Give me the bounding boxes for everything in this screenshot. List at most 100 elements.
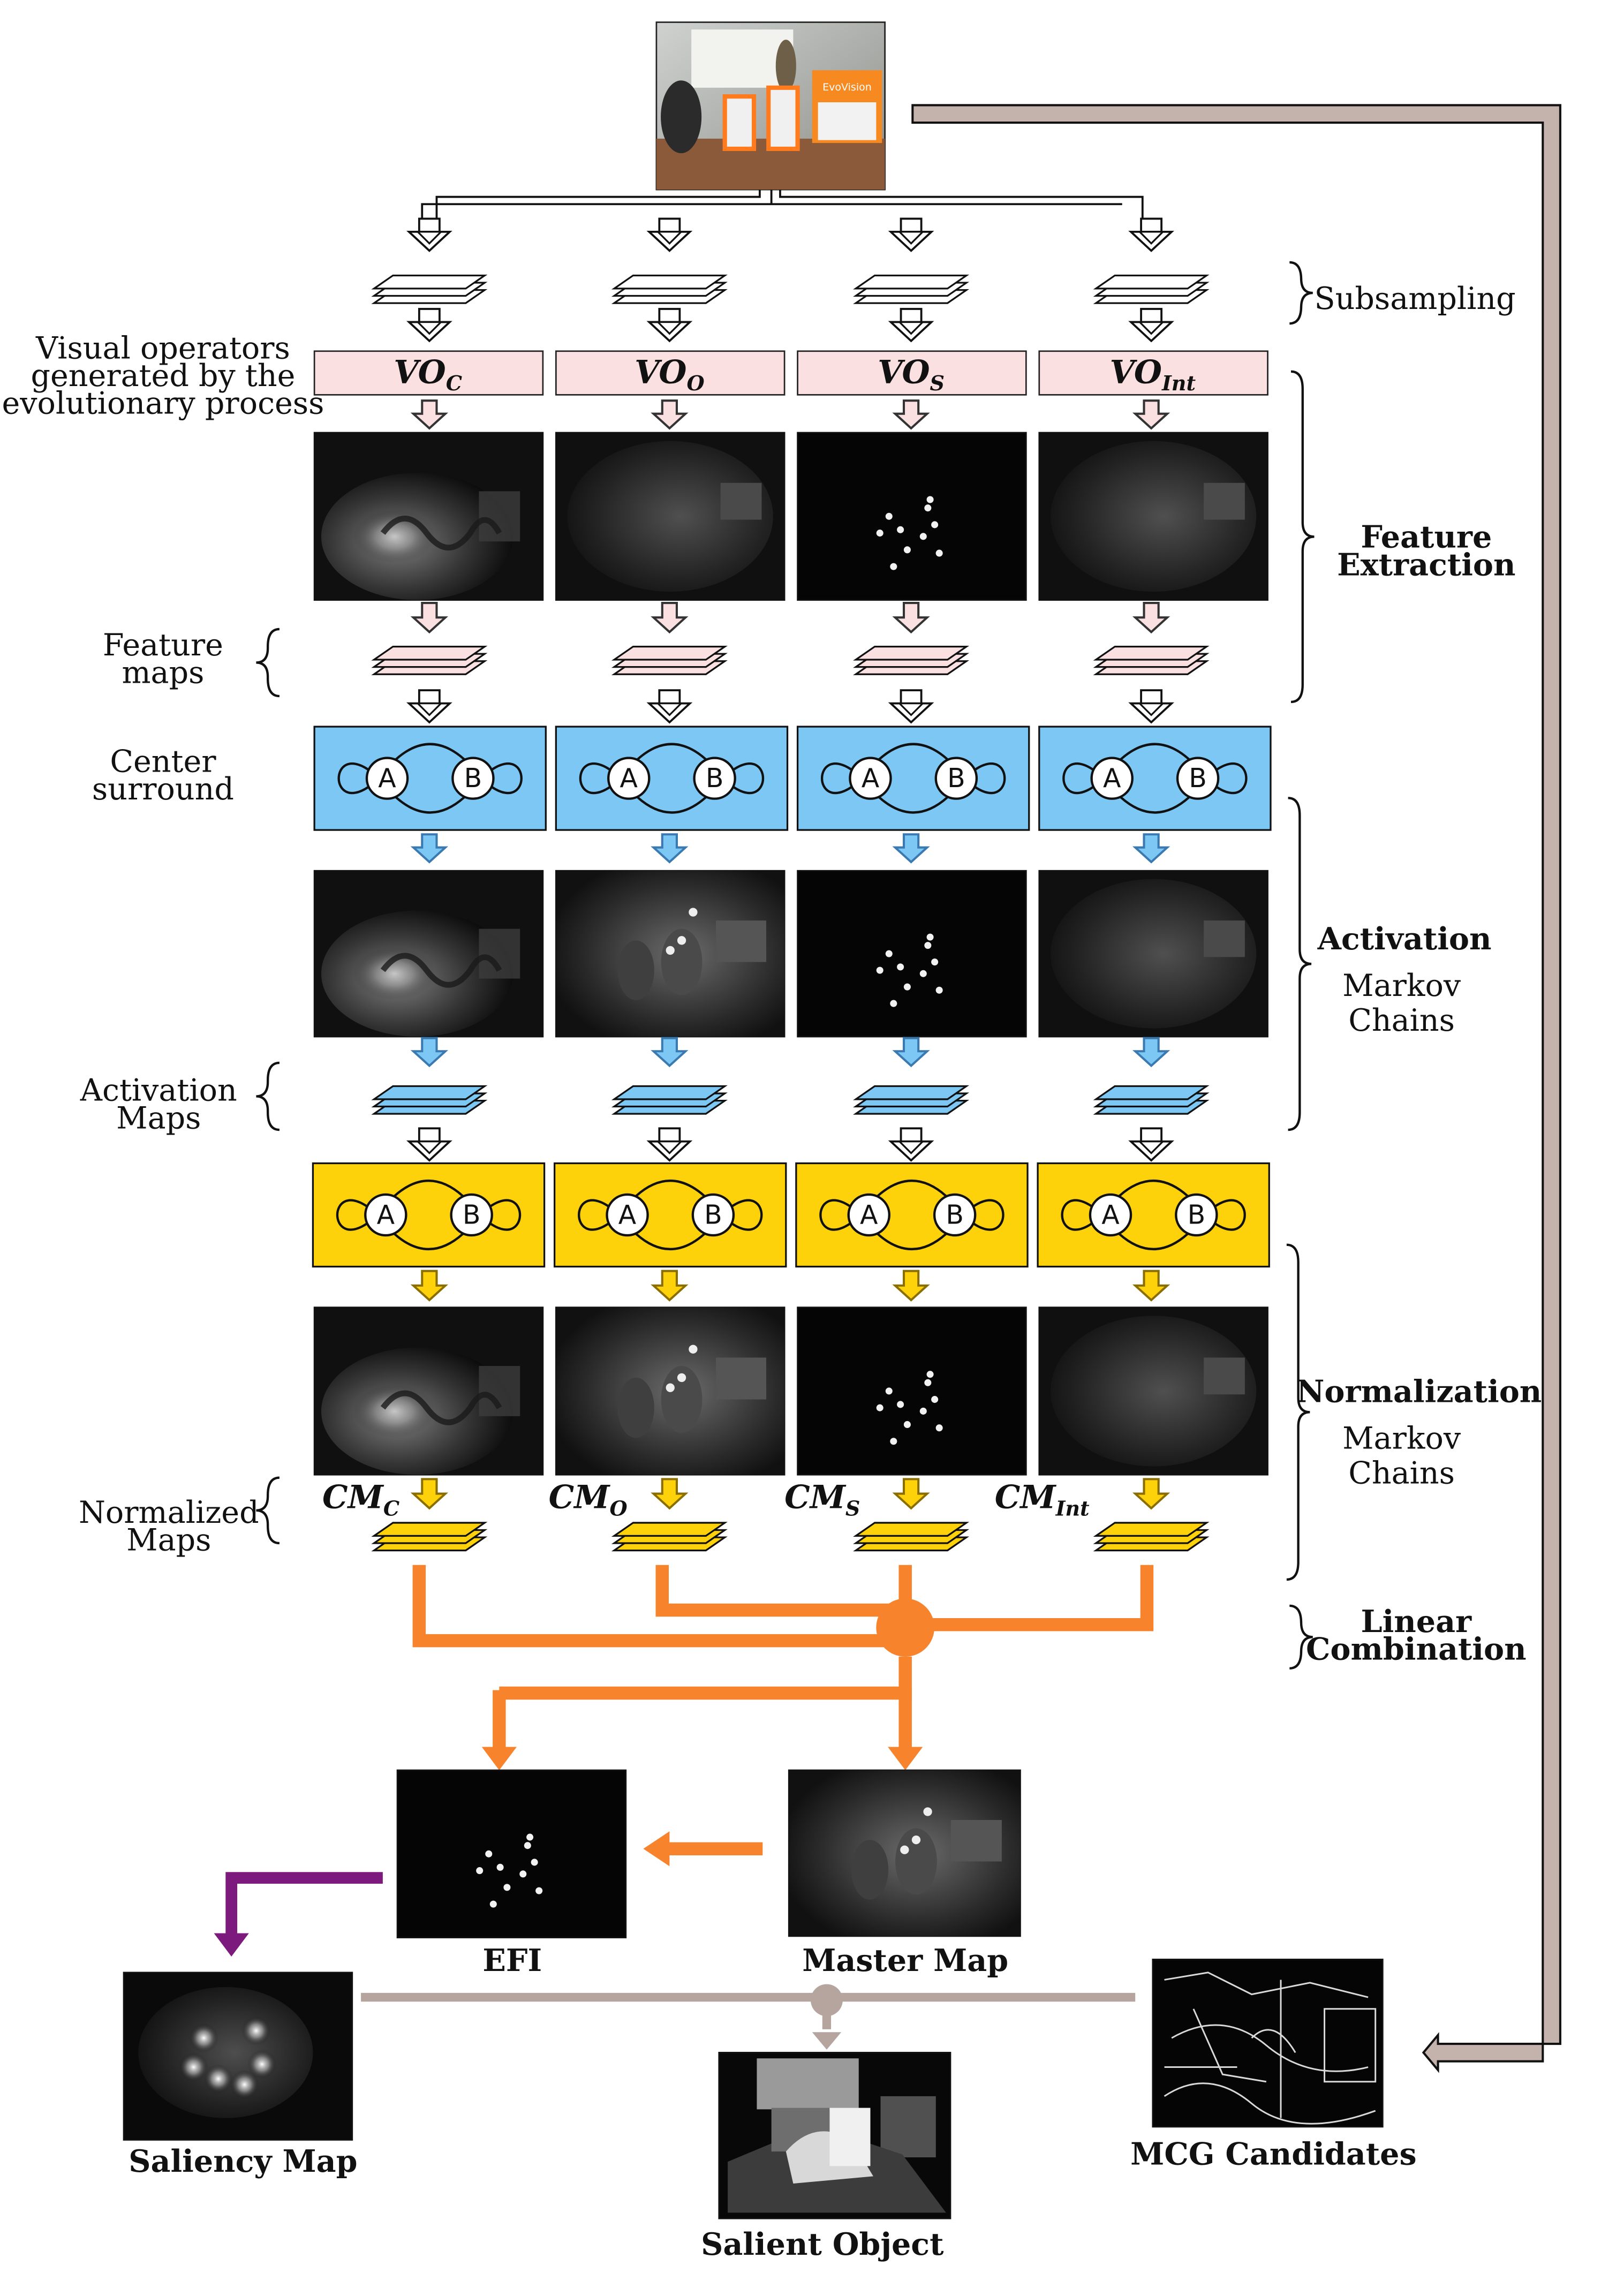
activation-arrow-3 [1132, 1037, 1170, 1068]
normalization-image-0 [313, 1306, 544, 1476]
robot-shape [617, 940, 654, 1000]
activation-stack-arrow-1 [646, 1127, 693, 1162]
highlight-dot [911, 1836, 921, 1845]
person-standing [775, 40, 796, 92]
transition-edge-bottom [877, 1233, 947, 1250]
node-a-label: A [860, 1199, 878, 1230]
stack-layer-2 [371, 1522, 488, 1537]
self-loop-b [731, 1199, 763, 1231]
cm-label-1: CMO [549, 1479, 628, 1521]
feature-arrow-0 [410, 602, 449, 634]
highlight-dot [689, 1345, 698, 1354]
markov-box [553, 1162, 787, 1268]
activation-stack-3 [1093, 1085, 1210, 1115]
salient-dot [897, 526, 904, 533]
haze [138, 1987, 313, 2118]
salient-dot [485, 1850, 493, 1857]
activation-stack-arrow-0 [406, 1127, 452, 1162]
haze [1051, 441, 1257, 592]
vo-box-3: VOInt [1038, 350, 1268, 430]
input-split-arrows [406, 190, 1174, 252]
node-b-label: B [463, 1199, 481, 1230]
vo-label: VOS [878, 354, 945, 396]
mcg-candidates-image [1152, 1959, 1384, 2128]
node-b-label: B [1188, 1199, 1206, 1230]
normalization-image-1 [555, 1306, 786, 1476]
feature-stack-arrow-3 [1128, 689, 1174, 724]
saliency-map-label: Saliency Map [129, 2143, 357, 2179]
arrow-head-inner [897, 321, 925, 335]
feature-stack-1 [611, 645, 728, 675]
salient-dot [935, 549, 943, 557]
robot-shape [617, 1377, 654, 1438]
transition-edge-bottom [395, 796, 465, 814]
normalized-arrow-0 [410, 1478, 449, 1510]
self-loop-b [973, 1199, 1005, 1231]
salient-dot [924, 504, 932, 512]
salient-dot [489, 1900, 497, 1908]
salient-dot [924, 1379, 932, 1386]
vo-arrow [892, 399, 930, 430]
combine-line-o [655, 1565, 905, 1617]
stack-layer-2 [1093, 1085, 1210, 1100]
cm-label-3: CMInt [995, 1479, 1090, 1521]
sign-shape [1204, 482, 1245, 520]
arrow-head-inner [897, 1141, 925, 1154]
subsample-stack-2 [853, 274, 970, 304]
feature-maps-brace [256, 628, 280, 698]
highlight-dot [677, 936, 686, 945]
input-arrow-1 [646, 217, 693, 252]
arrow-head [214, 1933, 249, 1957]
feature-extraction-brace [1290, 370, 1315, 704]
efi-input-arrow [481, 1690, 517, 1771]
activation-maps-label-line: Maps [116, 1100, 201, 1136]
master-map-label: Master Map [802, 1943, 1008, 1978]
self-loop-a [577, 1199, 609, 1231]
efi-image [396, 1769, 627, 1938]
master-map-image [788, 1769, 1021, 1937]
feature-arrow-2 [892, 602, 930, 634]
sign-shape [479, 491, 520, 542]
combine-line-c [412, 1565, 905, 1648]
segment [757, 2058, 859, 2110]
linear-combination-label-line: Combination [1306, 1631, 1527, 1667]
feature-stack-arrow-0 [406, 689, 452, 724]
transition-edge-top [394, 1180, 464, 1197]
stack-layer-2 [1093, 274, 1210, 290]
salient-dot [935, 986, 943, 994]
node-b-label: B [947, 763, 965, 794]
activation-stack-2 [853, 1085, 970, 1115]
haze [567, 441, 773, 592]
normalized-stack-0 [371, 1522, 488, 1552]
saliency-map-image [123, 1972, 353, 2141]
subsample-stack-1 [611, 274, 728, 304]
vo-box-2: VOS [797, 350, 1027, 430]
activation-markov-label-line: Markov [1342, 968, 1461, 1003]
sign-shape [716, 920, 766, 962]
input-arrow-2 [888, 217, 934, 252]
activation-arrow-0 [410, 1037, 449, 1068]
markov-box [796, 726, 1030, 831]
visual-operators-label-line: generated by the [31, 358, 295, 394]
stack-layer-2 [853, 1085, 970, 1100]
markov-box [795, 1162, 1029, 1268]
self-loop-b [491, 762, 523, 795]
self-loop-a [1061, 1199, 1092, 1231]
robot-outline [380, 516, 502, 550]
node-b [691, 1193, 735, 1237]
gold-arrow-1 [651, 1270, 689, 1302]
salient-dot [897, 1401, 904, 1408]
node-a [1090, 757, 1134, 800]
salient-dot [931, 1396, 939, 1403]
node-a [364, 1193, 407, 1237]
arrow-head-inner [1137, 1141, 1165, 1154]
candidate-edge [1171, 2024, 1369, 2072]
feature-extraction-label-line: Feature [1361, 519, 1492, 555]
vo-box-1: VOO [555, 350, 786, 430]
activation-stack-arrow-2 [888, 1127, 934, 1162]
subsampling-brace [1289, 261, 1313, 325]
visual-operators-label-line: evolutionary process [2, 386, 324, 421]
